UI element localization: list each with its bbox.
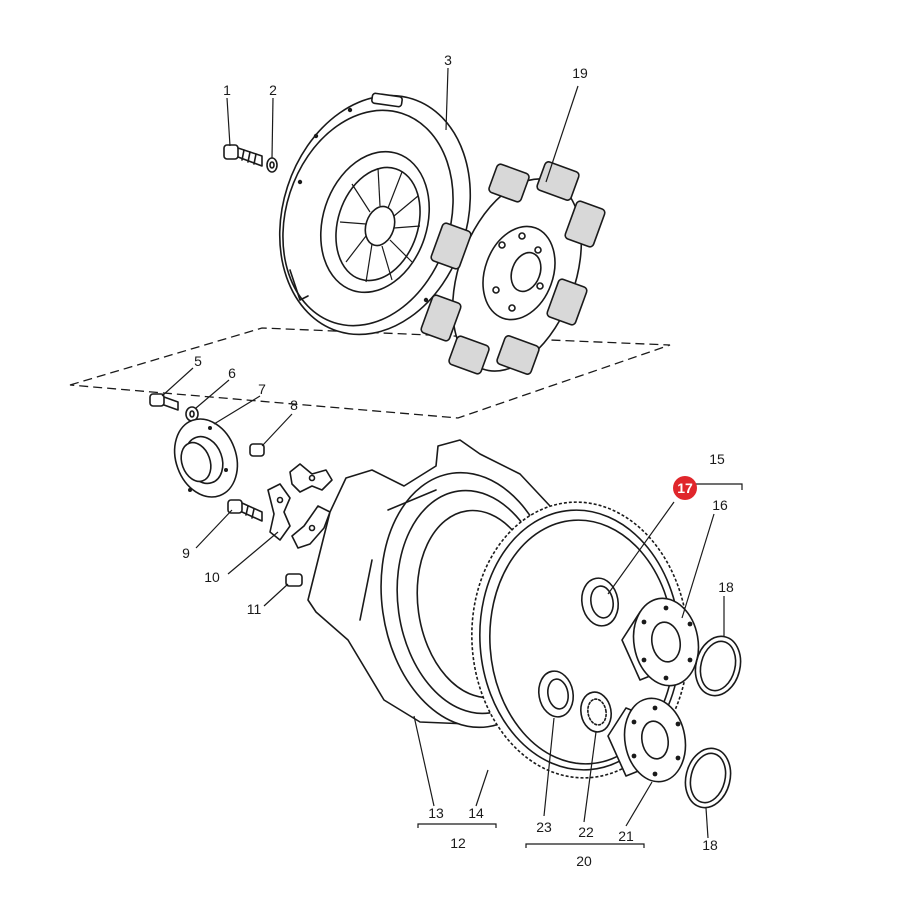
callout-13[interactable]: 13 bbox=[428, 805, 444, 821]
part-9-bolt[interactable] bbox=[227, 499, 263, 522]
callout-14[interactable]: 14 bbox=[468, 805, 484, 821]
part-11-dowel-pin[interactable] bbox=[285, 573, 303, 587]
callout-12[interactable]: 12 bbox=[450, 835, 466, 851]
part-22-needle-bearing[interactable] bbox=[578, 690, 614, 735]
highlight-badge-17[interactable] bbox=[673, 476, 697, 500]
callout-23[interactable]: 23 bbox=[536, 819, 552, 835]
callout-2[interactable]: 2 bbox=[269, 82, 277, 98]
callout-20[interactable]: 20 bbox=[576, 853, 592, 869]
part-18-snap-ring-upper[interactable] bbox=[689, 632, 746, 701]
callout-17[interactable]: 17 bbox=[677, 480, 693, 496]
callout-19[interactable]: 19 bbox=[572, 65, 588, 81]
callout-16[interactable]: 16 bbox=[712, 497, 728, 513]
part-18-snap-ring-lower[interactable] bbox=[679, 744, 736, 813]
part-1-bolt[interactable] bbox=[223, 144, 263, 167]
part-16-bearing-hub[interactable] bbox=[621, 593, 705, 691]
part-8-dowel-pin[interactable] bbox=[249, 443, 265, 457]
callout-labels: 1 2 3 19 5 6 7 8 9 10 11 13 14 12 23 22 … bbox=[182, 52, 734, 869]
part-21-bearing-hub[interactable] bbox=[607, 693, 692, 786]
part-23-seal[interactable] bbox=[535, 668, 576, 719]
callout-6[interactable]: 6 bbox=[228, 365, 236, 381]
callout-22[interactable]: 22 bbox=[578, 824, 594, 840]
callout-10[interactable]: 10 bbox=[204, 569, 220, 585]
part-3-clutch-pressure-plate[interactable] bbox=[250, 71, 500, 360]
callout-11[interactable]: 11 bbox=[247, 601, 262, 617]
callout-1[interactable]: 1 bbox=[223, 82, 231, 98]
part-19-clutch-disc[interactable] bbox=[420, 161, 606, 389]
callout-9[interactable]: 9 bbox=[182, 545, 190, 561]
callout-5[interactable]: 5 bbox=[194, 353, 202, 369]
callout-18-upper[interactable]: 18 bbox=[718, 579, 734, 595]
callout-18-lower[interactable]: 18 bbox=[702, 837, 718, 853]
callout-8[interactable]: 8 bbox=[290, 397, 298, 413]
callout-21[interactable]: 21 bbox=[618, 828, 634, 844]
callout-3[interactable]: 3 bbox=[444, 52, 452, 68]
callout-15[interactable]: 15 bbox=[709, 451, 725, 467]
part-10-lock-plates[interactable] bbox=[267, 463, 333, 549]
part-17-oil-seal[interactable] bbox=[578, 575, 622, 629]
alignment-dashed-frame bbox=[69, 327, 671, 419]
part-5-bolt[interactable] bbox=[149, 393, 179, 411]
part-7-bearing-flange[interactable] bbox=[164, 410, 248, 506]
callout-7[interactable]: 7 bbox=[258, 381, 266, 397]
part-2-washer[interactable] bbox=[266, 157, 278, 173]
